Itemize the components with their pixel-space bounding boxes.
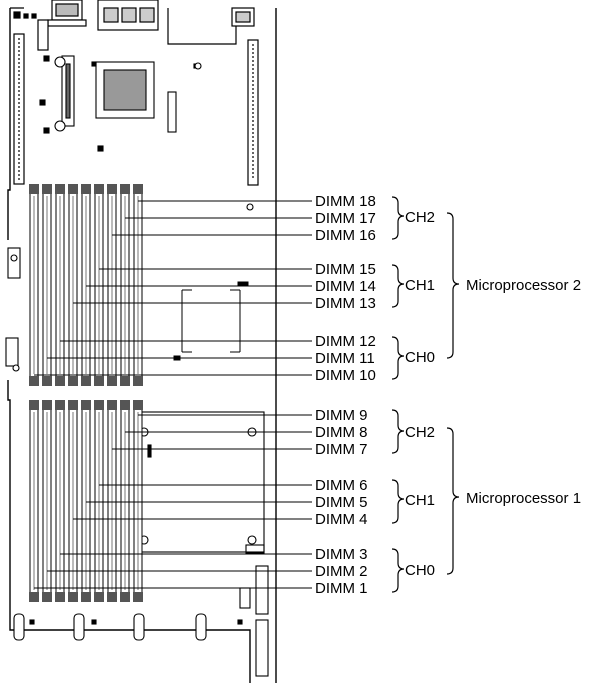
upper-components	[39, 55, 254, 211]
channel-label-cpu1-ch0: CH0	[405, 562, 435, 579]
dimm-slots	[29, 184, 143, 602]
dimm-slot-6	[68, 400, 78, 602]
bottom-connectors	[13, 565, 269, 677]
channel-label-cpu2-ch2: CH2	[405, 209, 435, 226]
dimm-slot-4	[94, 400, 104, 602]
dimm-slot-14	[81, 184, 91, 386]
processor-2-label: Microprocessor 2	[466, 277, 581, 294]
dimm-3-label: DIMM 3	[315, 546, 368, 563]
dimm-1-label: DIMM 1	[315, 580, 368, 597]
dimm-slot-9	[29, 400, 39, 602]
dimm-4-label: DIMM 4	[315, 511, 368, 528]
channel-brackets	[391, 196, 405, 593]
dimm-slot-5	[81, 400, 91, 602]
board-outline	[7, 7, 277, 683]
dimm-8-label: DIMM 8	[315, 424, 368, 441]
channel-label-cpu2-ch1: CH1	[405, 277, 435, 294]
side-connectors	[5, 247, 21, 372]
dimm-17-label: DIMM 17	[315, 210, 376, 227]
dimm-10-label: DIMM 10	[315, 367, 376, 384]
dimm-slot-2	[120, 400, 130, 602]
dimm-5-label: DIMM 5	[315, 494, 368, 511]
processor-labels: Microprocessor 2 Microprocessor 1	[466, 277, 581, 507]
dimm-7-label: DIMM 7	[315, 441, 368, 458]
dimm-18-label: DIMM 18	[315, 193, 376, 210]
dimm-slot-10	[133, 184, 143, 386]
dimm-slot-13	[94, 184, 104, 386]
pcie-slot-left	[13, 33, 25, 185]
dimm-slot-15	[68, 184, 78, 386]
dimm-slot-12	[107, 184, 117, 386]
dimm-12-label: DIMM 12	[315, 333, 376, 350]
leader-lines	[34, 200, 312, 589]
processor-2-socket	[173, 281, 249, 361]
dimm-2-label: DIMM 2	[315, 563, 368, 580]
dimm-14-label: DIMM 14	[315, 278, 376, 295]
dimm-15-label: DIMM 15	[315, 261, 376, 278]
channel-label-cpu2-ch0: CH0	[405, 349, 435, 366]
processor-brackets	[446, 212, 460, 575]
dimm-9-label: DIMM 9	[315, 407, 368, 424]
dimm-labels: DIMM 18 DIMM 17 DIMM 16 DIMM 15 DIMM 14 …	[315, 193, 376, 597]
dimm-slot-18	[29, 184, 39, 386]
dimm-13-label: DIMM 13	[315, 295, 376, 312]
processor-1-bracket	[135, 411, 265, 570]
channel-labels: CH2 CH1 CH0 CH2 CH1 CH0	[405, 209, 435, 579]
dimm-slot-7	[55, 400, 65, 602]
channel-label-cpu1-ch1: CH1	[405, 492, 435, 509]
dimm-slot-17	[42, 184, 52, 386]
channel-label-cpu1-ch2: CH2	[405, 424, 435, 441]
dimm-16-label: DIMM 16	[315, 227, 376, 244]
dimm-slot-16	[55, 184, 65, 386]
dimm-6-label: DIMM 6	[315, 477, 368, 494]
dimm-slot-11	[120, 184, 130, 386]
processor-1-label: Microprocessor 1	[466, 490, 581, 507]
dimm-11-label: DIMM 11	[315, 350, 375, 367]
pcie-slot-right	[247, 39, 259, 186]
dimm-slot-8	[42, 400, 52, 602]
dimm-slot-3	[107, 400, 117, 602]
rear-connectors	[13, 0, 255, 51]
dimm-slot-1	[133, 400, 143, 602]
